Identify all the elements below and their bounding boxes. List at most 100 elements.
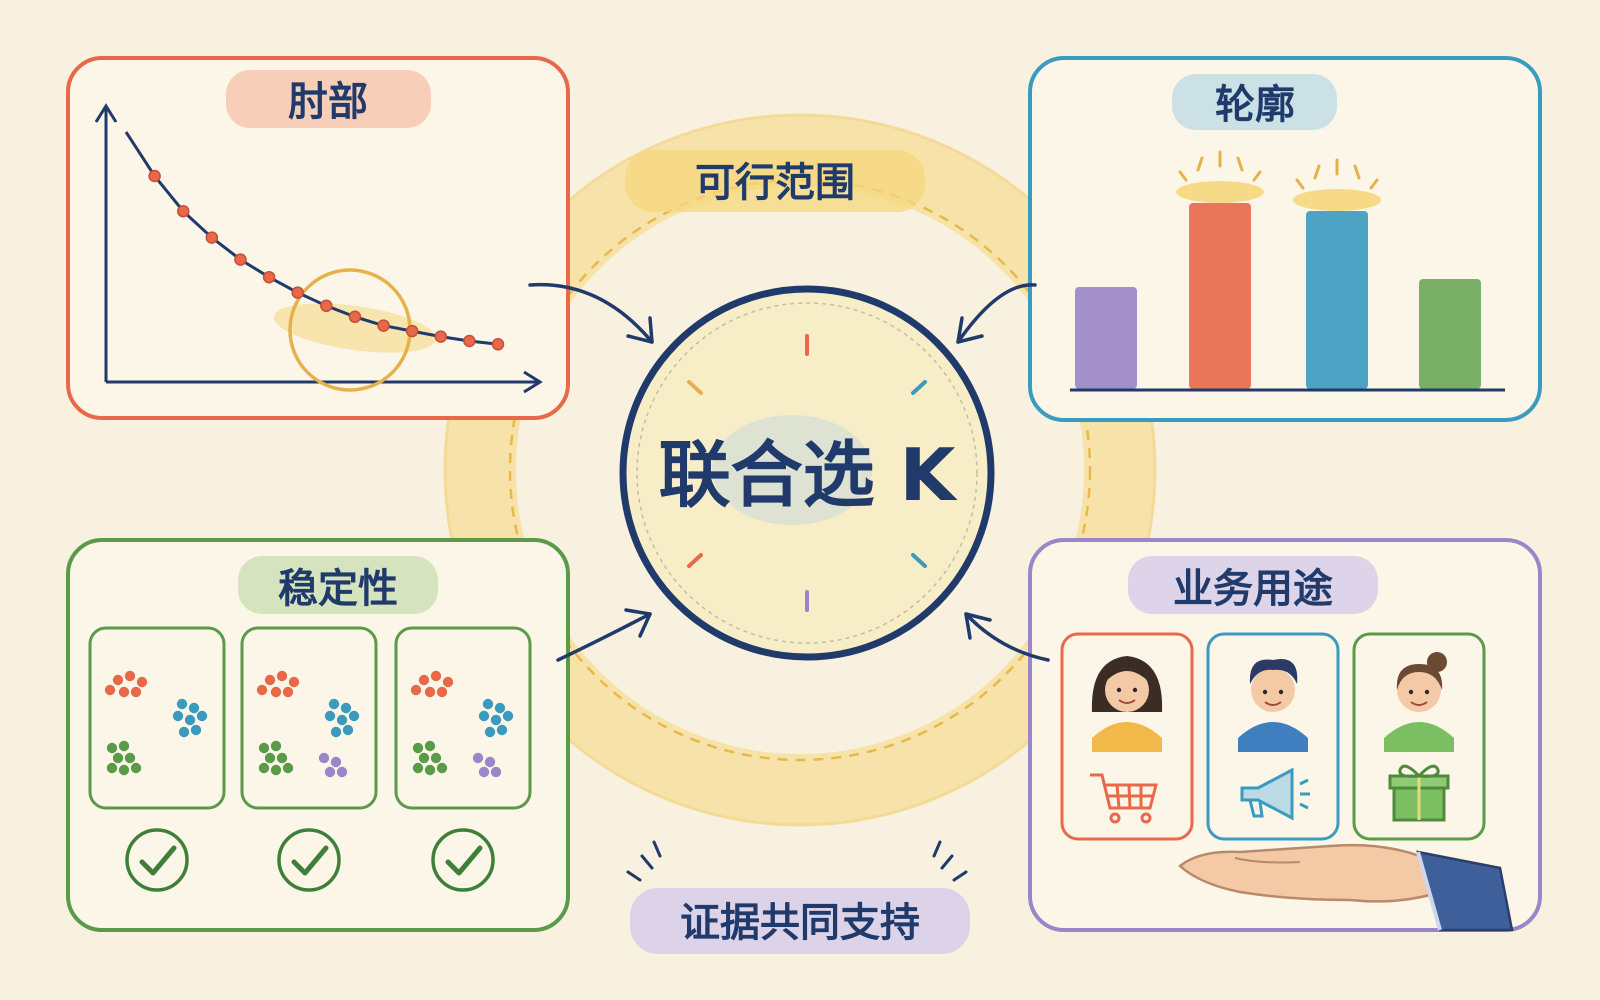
silhouette-bar xyxy=(1075,287,1137,389)
cluster-dot xyxy=(324,766,336,778)
cluster-dot xyxy=(282,762,294,774)
footer-label: 证据共同支持 xyxy=(626,840,970,954)
arrow-stability-to-center xyxy=(556,608,652,662)
cluster-dot xyxy=(172,710,184,722)
check-icon xyxy=(277,828,341,892)
cluster-dot xyxy=(276,670,288,682)
cluster-dot xyxy=(124,670,136,682)
cluster-dot xyxy=(124,752,136,764)
megaphone-icon xyxy=(1240,767,1310,821)
stability-panel: 稳定性 xyxy=(66,538,570,932)
elbow-point xyxy=(205,231,219,244)
cluster-dot xyxy=(258,742,270,754)
cluster-dot xyxy=(430,752,442,764)
cluster-dot xyxy=(472,752,484,764)
cluster-dot xyxy=(424,764,436,776)
arrow-elbow-to-center xyxy=(528,282,654,344)
cluster-dot xyxy=(418,674,430,686)
cluster-dot xyxy=(430,670,442,682)
check-icon xyxy=(431,828,495,892)
cluster-dot xyxy=(478,710,490,722)
cluster-dot xyxy=(496,724,508,736)
cluster-dot xyxy=(324,710,336,722)
persona-card-marketer xyxy=(1206,632,1340,841)
bar-sparkle xyxy=(1295,178,1305,190)
shopping-cart-icon xyxy=(1090,773,1158,824)
cluster-dot xyxy=(436,762,448,774)
cluster-dot xyxy=(410,684,422,696)
sparkle-lines-icon xyxy=(626,840,968,882)
cluster-dot xyxy=(106,762,118,774)
elbow-point xyxy=(148,169,161,183)
cluster-dot xyxy=(118,740,130,752)
footer-label-text: 证据共同支持 xyxy=(680,900,920,946)
persona-card-shopper xyxy=(1060,632,1194,841)
bar-sparkle xyxy=(1353,164,1361,180)
cluster-dot xyxy=(318,752,330,764)
cluster-dot xyxy=(118,764,130,776)
cluster-dot xyxy=(340,702,352,714)
cluster-dot xyxy=(270,764,282,776)
stability-run-card xyxy=(240,626,378,892)
cluster-dot xyxy=(418,752,430,764)
cluster-dot xyxy=(336,714,348,726)
bar-sparkle xyxy=(1236,156,1244,172)
cluster-dot xyxy=(436,686,448,698)
cluster-dot xyxy=(484,726,496,738)
elbow-point xyxy=(291,286,304,299)
business-title: 业务用途 xyxy=(1173,566,1333,612)
cluster-dot xyxy=(328,698,340,710)
cluster-dot xyxy=(490,766,502,778)
cluster-dot xyxy=(348,710,360,722)
silhouette-title: 轮廓 xyxy=(1215,82,1295,128)
cluster-dot xyxy=(178,726,190,738)
silhouette-bar xyxy=(1306,211,1368,389)
bar-sparkle xyxy=(1178,170,1188,182)
silhouette-bar xyxy=(1419,279,1481,389)
cluster-dot xyxy=(424,740,436,752)
elbow-panel: 肘部 xyxy=(66,56,570,420)
cluster-dot xyxy=(258,762,270,774)
bar-sparkle xyxy=(1196,156,1204,172)
cluster-dot xyxy=(256,684,268,696)
stability-cards xyxy=(88,626,532,892)
elbow-point xyxy=(234,253,247,266)
cluster-dot xyxy=(264,752,276,764)
cluster-dot xyxy=(176,698,188,710)
silhouette-bars xyxy=(1075,150,1481,389)
stability-run-card xyxy=(88,626,226,892)
elbow-points xyxy=(148,169,505,351)
elbow-point xyxy=(176,204,190,218)
cluster-dot xyxy=(336,766,348,778)
center-decision-circle: 联合选 K xyxy=(619,285,995,661)
bar-sparkle xyxy=(1313,164,1321,180)
cluster-dot xyxy=(342,724,354,736)
cluster-dot xyxy=(424,686,436,698)
cluster-dot xyxy=(136,676,148,688)
cluster-dot xyxy=(190,724,202,736)
cluster-dot xyxy=(112,674,124,686)
bar-sparkle xyxy=(1252,170,1262,182)
cluster-dot xyxy=(276,752,288,764)
elbow-highlight-smudge xyxy=(273,303,437,353)
arrow-silhouette-to-center xyxy=(956,283,1037,344)
y-axis-arrow-icon xyxy=(94,103,118,123)
elbow-point xyxy=(463,334,476,348)
cluster-dot xyxy=(412,742,424,754)
arrow-business-to-center xyxy=(964,612,1050,662)
ring-label-text: 可行范围 xyxy=(695,160,855,206)
elbow-point xyxy=(434,330,448,343)
evidence-arrows xyxy=(528,282,1050,662)
silhouette-bar xyxy=(1189,203,1251,389)
cluster-dot xyxy=(412,762,424,774)
cluster-dot xyxy=(188,702,200,714)
x-axis-arrow-icon xyxy=(523,370,543,394)
bar-highlight-glow xyxy=(1293,189,1381,211)
stability-title: 稳定性 xyxy=(278,566,398,612)
ring-label: 可行范围 xyxy=(625,150,925,212)
cluster-dot xyxy=(330,756,342,768)
cluster-dot xyxy=(484,756,496,768)
cluster-dot xyxy=(130,686,142,698)
cluster-dot xyxy=(104,684,116,696)
stability-run-card xyxy=(394,626,532,892)
